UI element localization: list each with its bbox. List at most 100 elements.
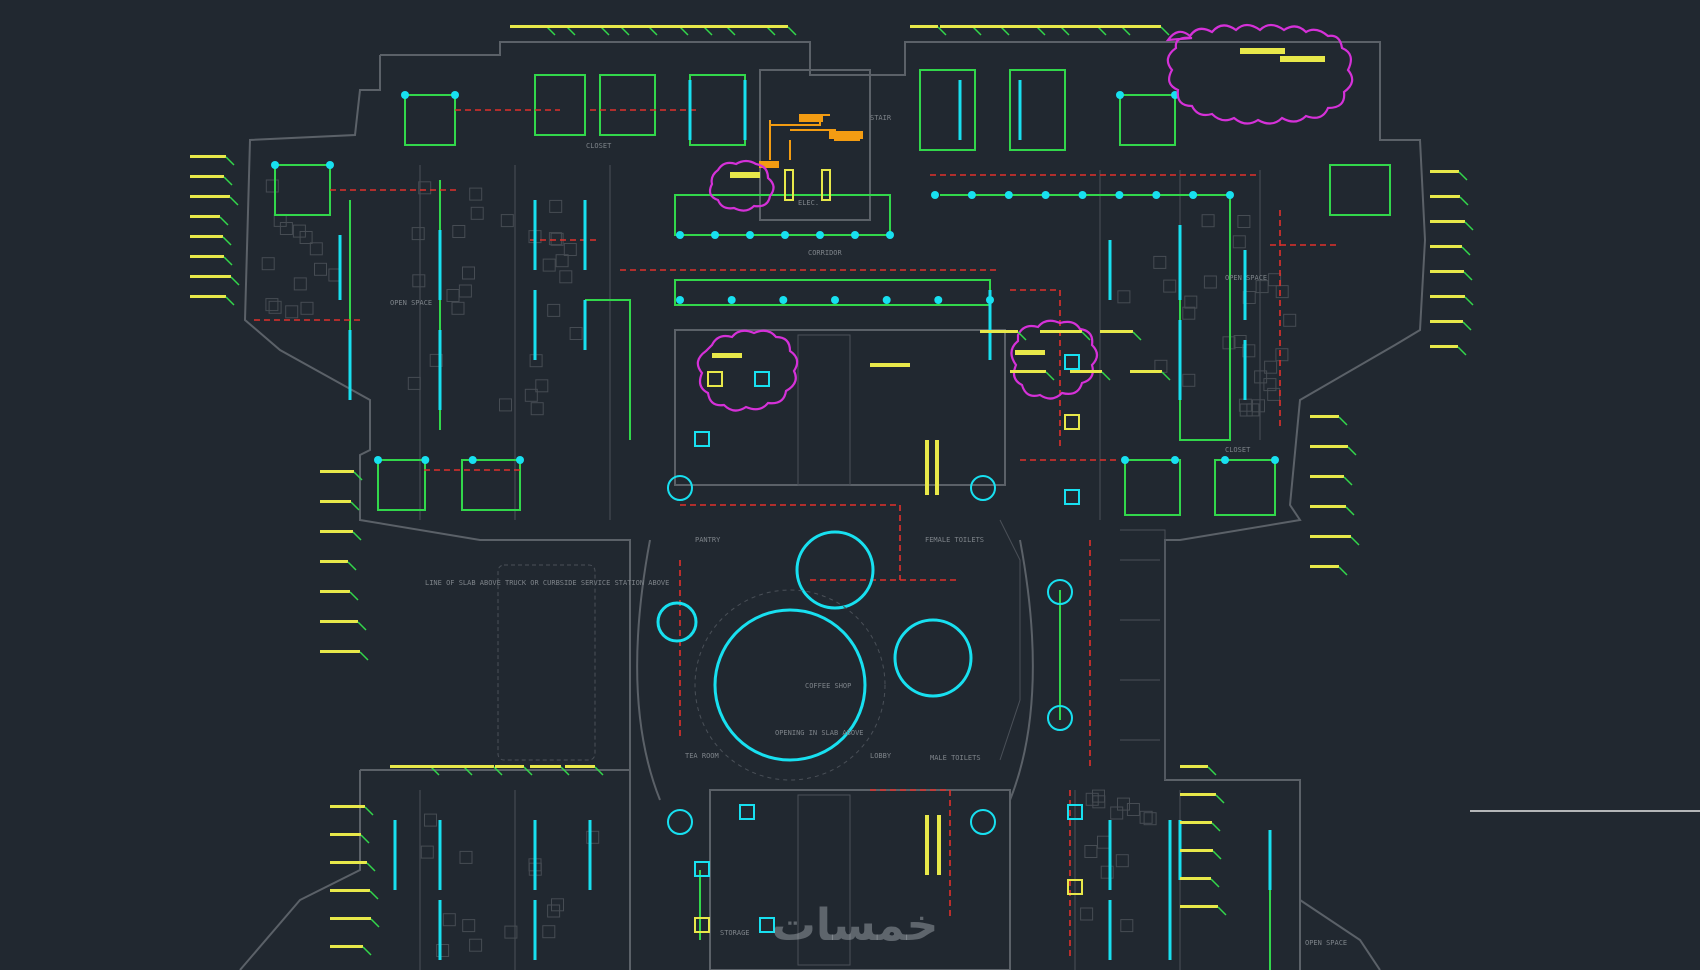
circuit-tag [190, 195, 230, 198]
tag-leader [1212, 850, 1222, 860]
desk-outline [548, 232, 562, 246]
desk-outline [535, 379, 549, 393]
circuit-tag [190, 295, 226, 298]
circuit-tag [330, 861, 367, 864]
junction-dot [468, 456, 477, 464]
desk-outline [268, 300, 282, 314]
revision-cloud-icon [1165, 23, 1354, 125]
tag-leader [1000, 26, 1010, 36]
room-label: CLOSET [586, 142, 612, 150]
tag-leader [1121, 26, 1131, 36]
tag-leader [594, 766, 604, 776]
circuit-tag [1430, 170, 1459, 173]
desk-outline [446, 289, 460, 302]
desk-outline [1275, 348, 1289, 362]
watermark-logo: خمسات [771, 900, 939, 951]
circle-fixture-icon[interactable] [667, 809, 693, 835]
tag-leader [369, 890, 379, 900]
tag-leader [493, 766, 503, 776]
room-label: OPEN SPACE [1305, 939, 1347, 947]
circuit-tag [1180, 877, 1211, 880]
junction-dot [781, 231, 789, 239]
tag-leader [1347, 446, 1357, 456]
circle-fixture-icon[interactable] [656, 601, 698, 643]
circuit-tags [190, 25, 1474, 956]
circle-fixture-icon[interactable] [667, 475, 693, 501]
tag-leader [225, 296, 235, 306]
junction-dot [676, 296, 684, 304]
small-equipment [694, 169, 1083, 933]
tag-leader [352, 531, 362, 541]
circuit-tag [591, 25, 621, 28]
desk-outline [1246, 403, 1260, 417]
room-label: CLOSET [1225, 446, 1251, 454]
tag-leader [364, 806, 374, 816]
building-walls [239, 41, 1427, 970]
tag-leader [357, 621, 367, 631]
desk-outline [563, 243, 577, 256]
electrical-panels [712, 48, 1325, 875]
junction-dot [934, 296, 943, 304]
tag-leader [1017, 331, 1027, 341]
circuit-tag [320, 620, 358, 623]
circuit-tag [940, 25, 973, 28]
circuit-tag [1430, 195, 1460, 198]
room-label: OPENING IN SLAB ABOVE [775, 729, 864, 737]
room-label: PANTRY [695, 536, 721, 544]
circle-fixture-icon[interactable] [795, 530, 875, 610]
circle-fixture-icon[interactable] [1047, 579, 1073, 605]
tag-leader [1211, 822, 1221, 832]
circuit-tag [1040, 330, 1082, 333]
desk-outline [1139, 810, 1153, 824]
desk-outline [1182, 373, 1196, 387]
desk-outline [1092, 789, 1105, 803]
desk-outline [420, 845, 434, 859]
tag-leader [1160, 26, 1170, 36]
desk-outline [462, 919, 476, 933]
desk-outline [1184, 295, 1198, 309]
tag-leader [347, 561, 357, 571]
junction-dot [401, 91, 409, 99]
circle-fixture-icon[interactable] [970, 809, 996, 835]
tag-leader [1458, 171, 1468, 181]
circle-fixture-icon[interactable] [1047, 705, 1073, 731]
desk-outline [1254, 370, 1268, 384]
junction-dot [1171, 456, 1179, 464]
tag-leader [219, 216, 229, 226]
circuit-tag [1310, 565, 1339, 568]
room-label: STORAGE [720, 929, 750, 937]
circuit-tag [330, 889, 370, 892]
desk-outline [458, 284, 472, 298]
tag-leader [1101, 371, 1111, 381]
room-label: FEMALE TOILETS [925, 536, 984, 544]
tag-leader [1045, 371, 1055, 381]
circle-fixture-icon[interactable] [970, 475, 996, 501]
junction-dot [967, 191, 976, 199]
junction-dot [1226, 191, 1234, 199]
room-label: MALE TOILETS [930, 754, 981, 762]
desk-outline [469, 938, 483, 952]
junction-dot [727, 296, 736, 304]
desk-outline [407, 376, 421, 390]
desk-outline [309, 242, 323, 256]
room-label: LOBBY [870, 752, 892, 760]
circuit-tag [530, 765, 561, 768]
circle-fixture-icon[interactable] [713, 608, 867, 762]
circuit-tag [190, 235, 223, 238]
circuit-tag [1430, 245, 1462, 248]
circle-fixture-icon[interactable] [893, 618, 973, 698]
desk-outline [1110, 806, 1124, 820]
circle-fixtures [656, 475, 1073, 835]
tag-leader [726, 26, 736, 36]
desk-outline [569, 327, 583, 340]
circuit-tag [910, 25, 938, 28]
circuit-tag [320, 470, 354, 473]
circuit-tag [190, 155, 226, 158]
tag-leader [1060, 26, 1070, 36]
desk-outline [542, 925, 556, 939]
tag-leader [1463, 271, 1473, 281]
circuit-tag [330, 945, 363, 948]
desk-outline [451, 301, 465, 315]
circuit-tag [510, 25, 547, 28]
